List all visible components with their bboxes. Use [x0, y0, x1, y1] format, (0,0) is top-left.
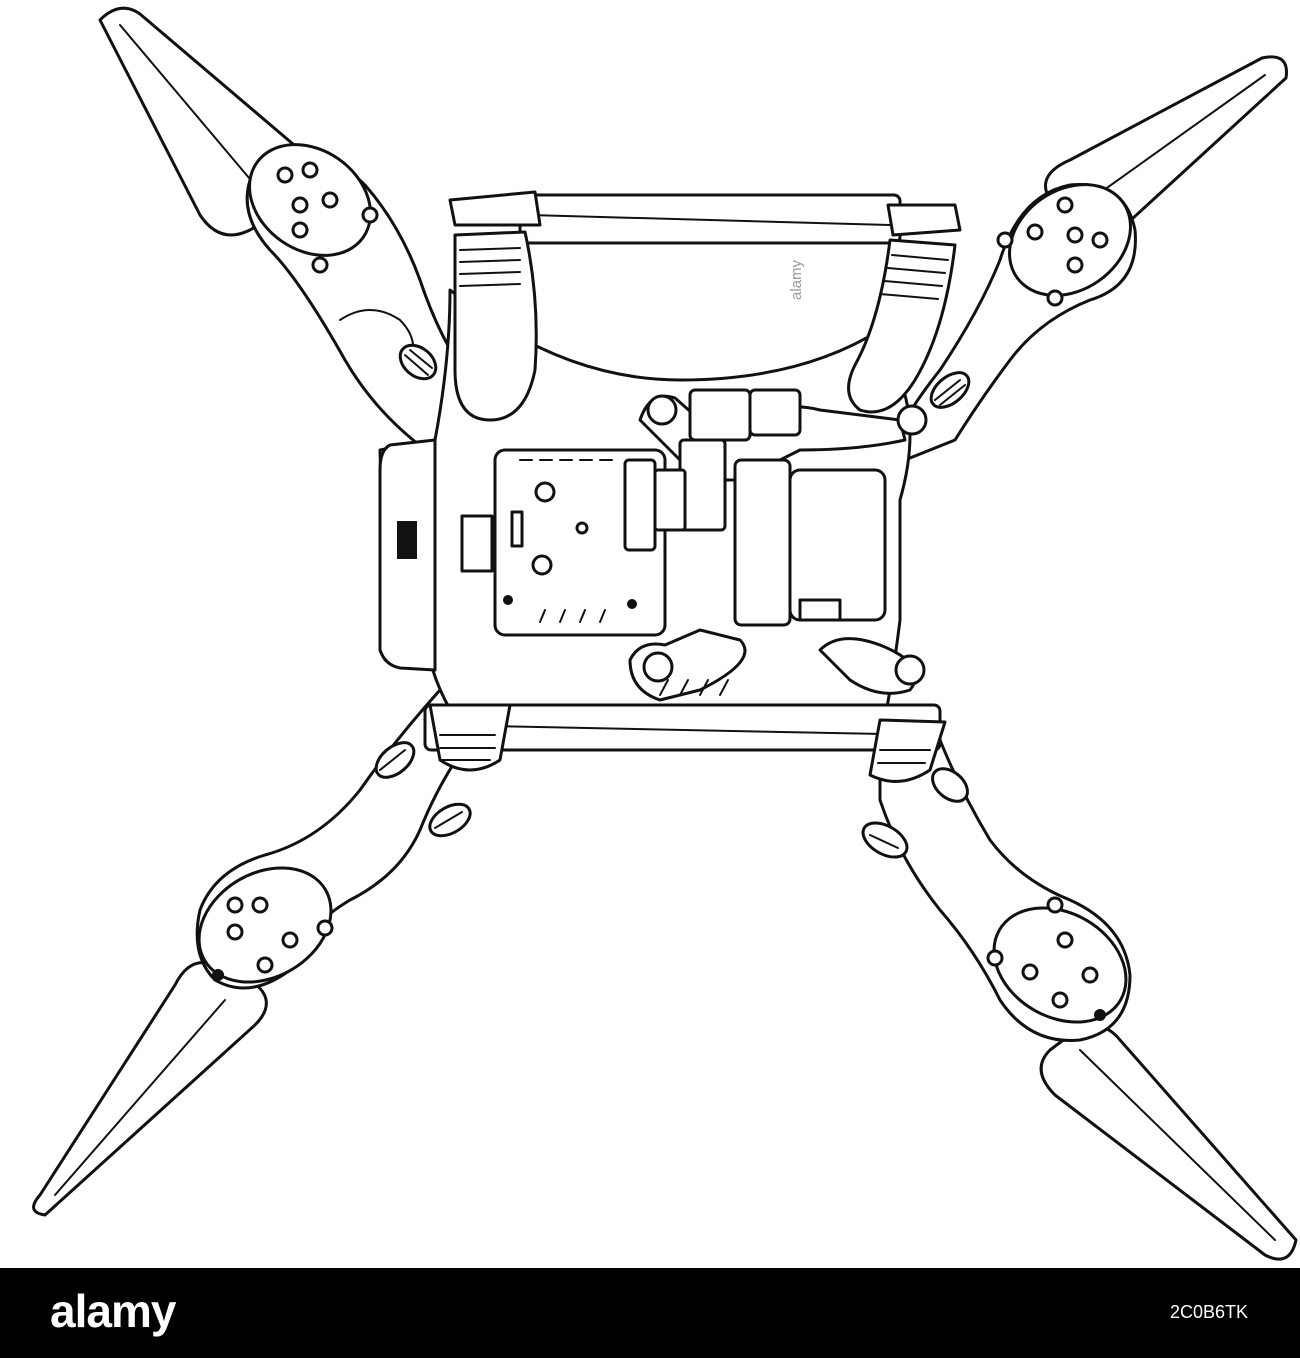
- landing-gear-bottom: [423, 679, 947, 783]
- alamy-logo: alamy: [50, 1285, 176, 1337]
- watermark-footer: alamy 2C0B6TK: [0, 1268, 1300, 1358]
- motor-pod-bottom-left: [197, 866, 334, 984]
- image-id-label: 2C0B6TK: [1169, 1302, 1248, 1322]
- bottom-plate: [460, 448, 667, 637]
- motor-pod-top-left: [248, 143, 379, 274]
- vent-left-upper: [398, 343, 438, 381]
- motor-pod-bottom-right: [986, 896, 1128, 1024]
- camera-unit: [733, 458, 887, 627]
- motor-pod-top-right: [996, 183, 1132, 307]
- gimbal-arm: [623, 388, 802, 552]
- drone-line-drawing: [32, 6, 1298, 1261]
- propeller-bottom-right: [1039, 1024, 1298, 1261]
- watermark-side-label: alamy: [788, 259, 805, 300]
- vent-right-lower: [861, 767, 969, 859]
- propeller-bottom-left: [32, 961, 268, 1217]
- vent-left-lower: [374, 741, 472, 838]
- landing-gear-top: [448, 190, 962, 422]
- vent-right-upper: [929, 371, 971, 409]
- battery-pack: [378, 438, 437, 672]
